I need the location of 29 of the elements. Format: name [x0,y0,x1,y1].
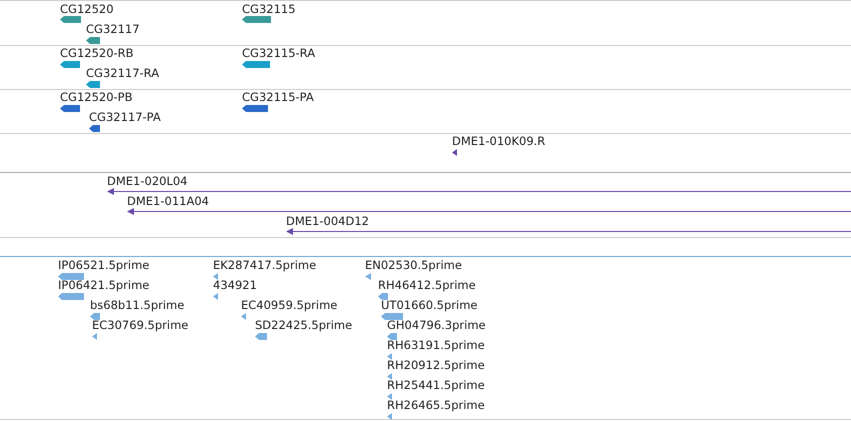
feature-label: CG32115-RA [242,47,316,60]
feature-label: DME1-020L04 [107,175,188,188]
feature-label: bs68b11.5prime [90,299,184,312]
feature-label: UT01660.5prime [381,299,478,312]
feature-label: DME1-004D12 [286,215,369,228]
feature-label: SD22425.5prime [255,319,352,332]
feature-label: DME1-011A04 [127,195,209,208]
feature-label: RH46412.5prime [378,279,476,292]
feature-label: GH04796.3prime [387,319,486,332]
feature-label: CG32117-PA [89,111,161,124]
feature-label: RH20912.5prime [387,359,485,372]
feature-label: RH26465.5prime [387,399,485,412]
feature-label: CG32115-PA [242,91,314,104]
feature-label: CG32117-RA [86,67,160,80]
feature-label: CG12520 [60,3,114,16]
feature-label: CG32117 [86,23,140,36]
feature-label: EK287417.5prime [213,259,316,272]
feature-label: RH63191.5prime [387,339,485,352]
feature-label: IP06521.5prime [58,259,150,272]
feature-label: RH25441.5prime [387,379,485,392]
feature-label: DME1-010K09.R [452,135,546,148]
feature-label: CG12520-PB [60,91,132,104]
feature-label: EN02530.5prime [365,259,462,272]
feature-label: EC30769.5prime [92,319,188,332]
feature-label: 434921 [213,279,257,292]
feature-label: CG12520-RB [60,47,134,60]
feature-label: IP06421.5prime [58,279,150,292]
feature-label: EC40959.5prime [241,299,338,312]
feature-label: CG32115 [242,3,296,16]
